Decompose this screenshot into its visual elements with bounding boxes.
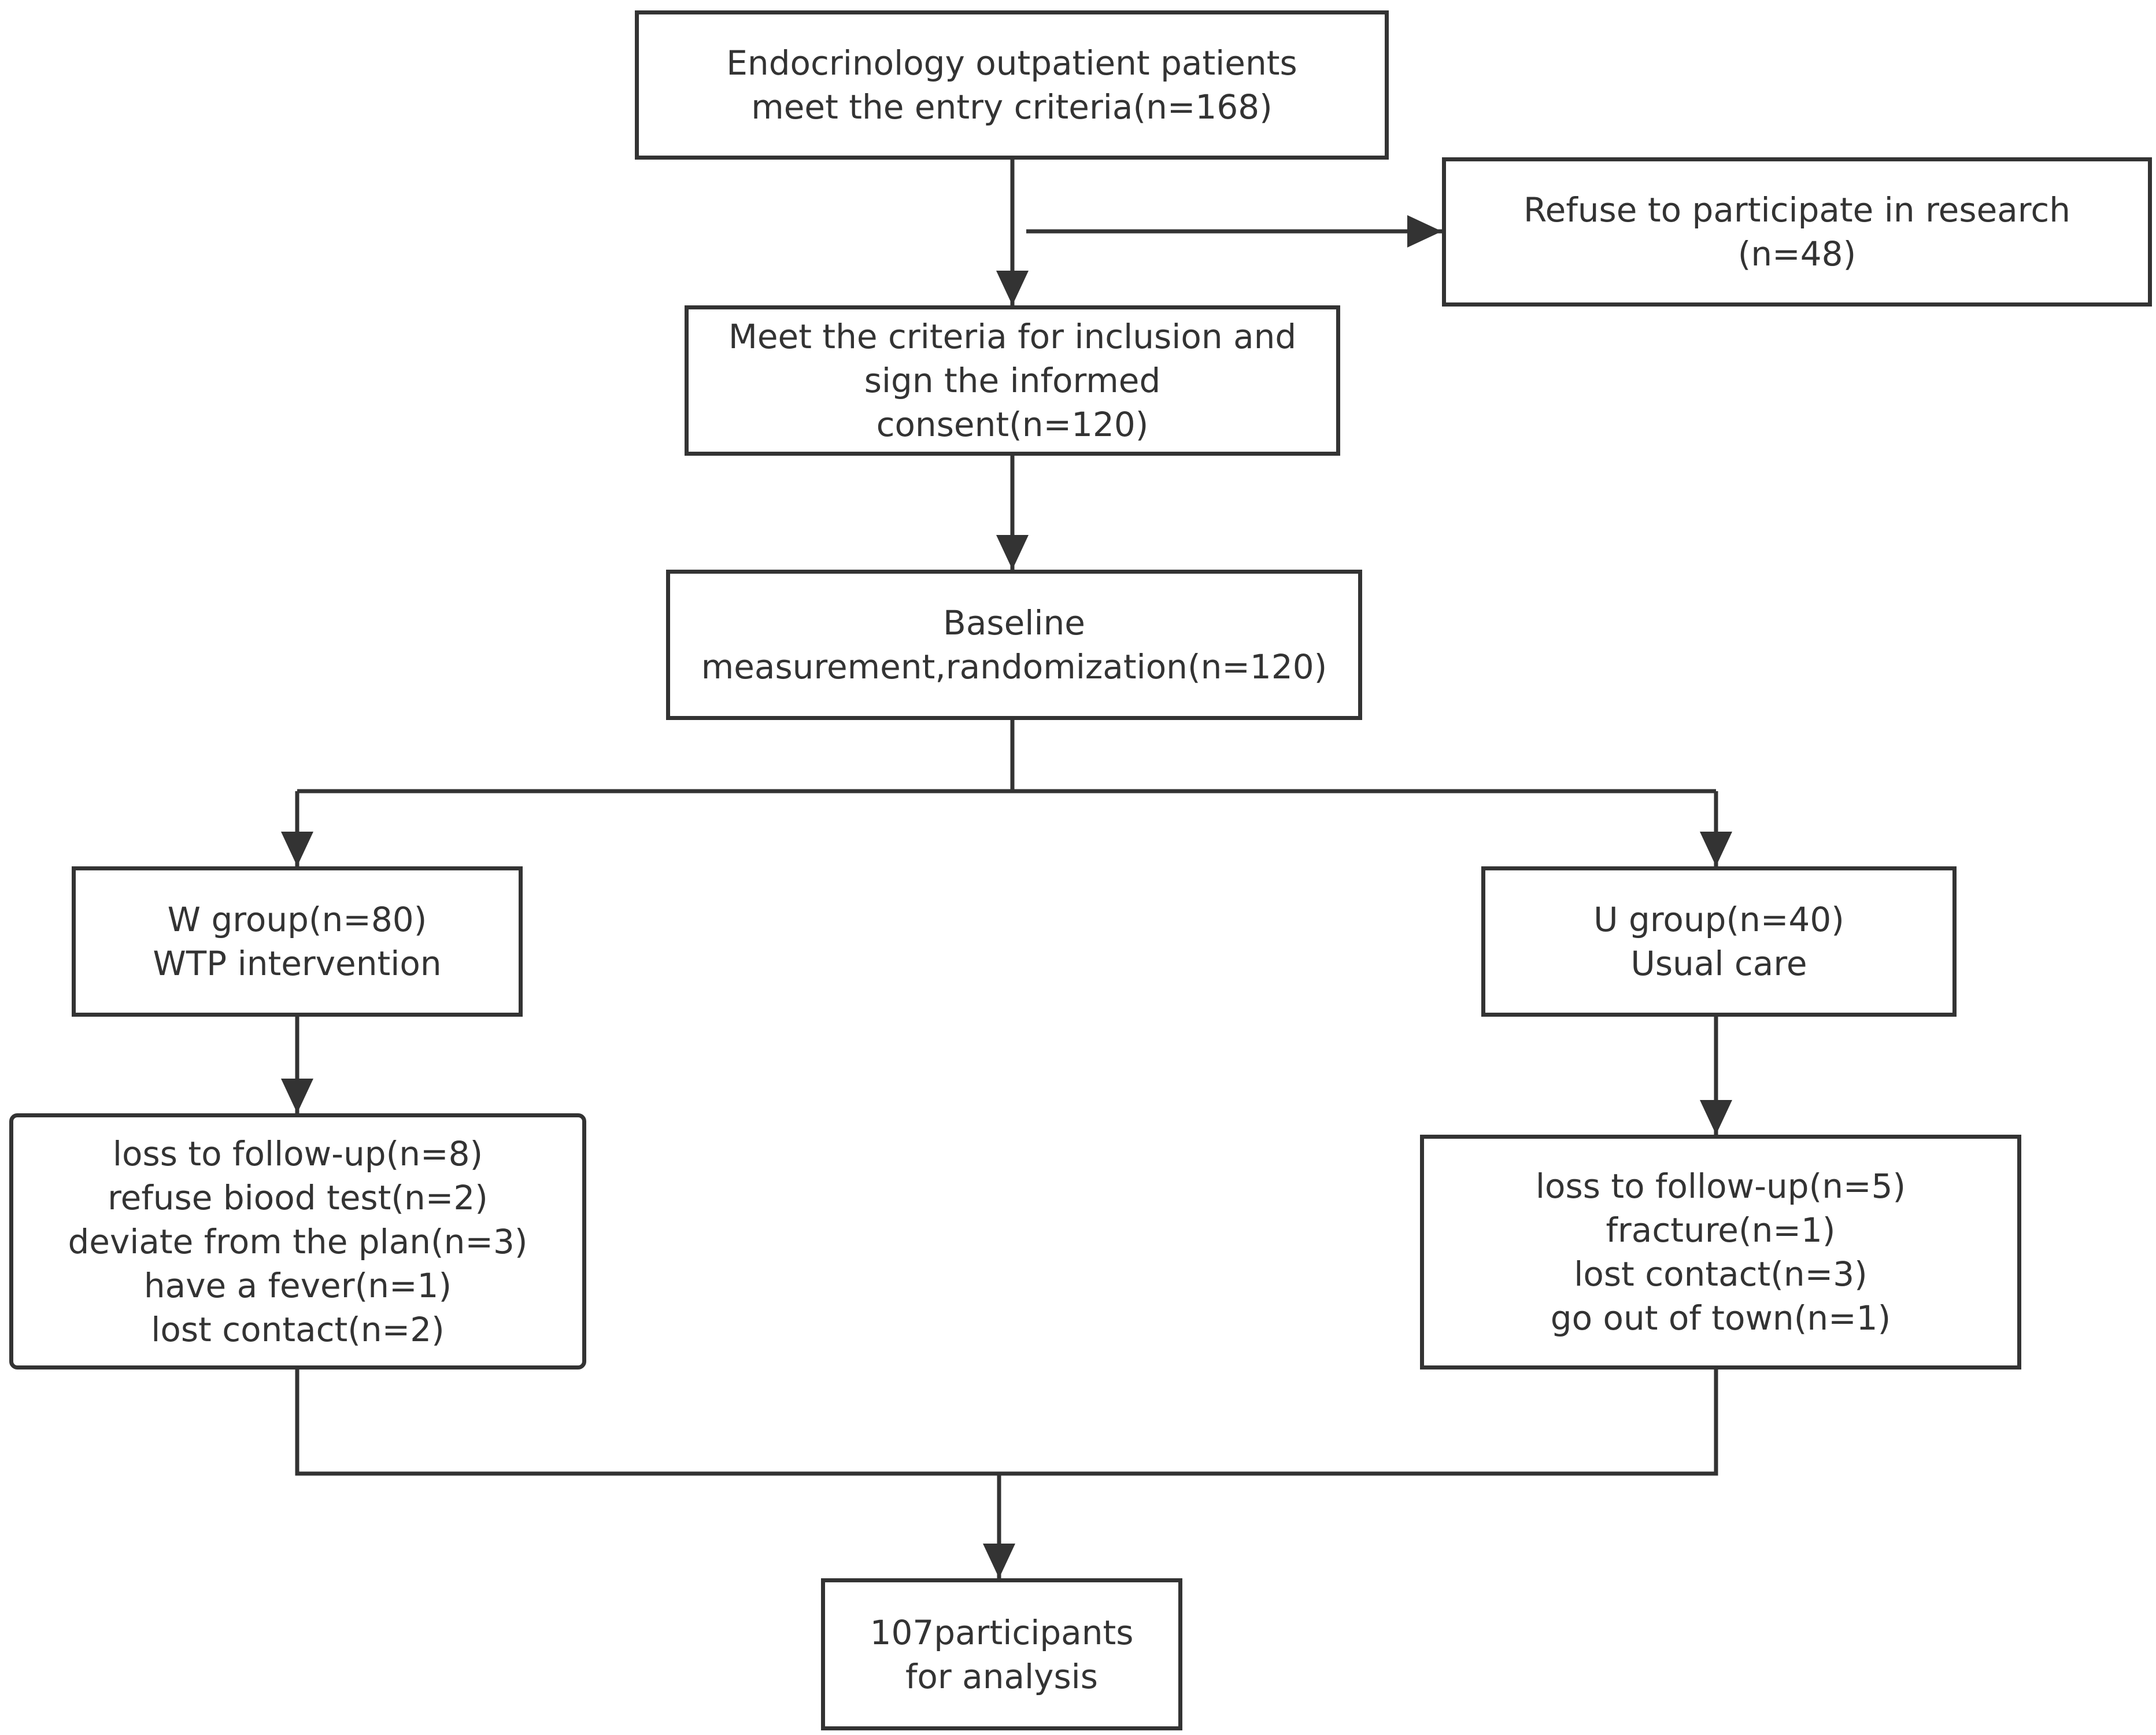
inclusion-consent-box: Meet the criteria for inclusion and sign… bbox=[685, 305, 1340, 456]
final-line-2: for analysis bbox=[905, 1656, 1099, 1696]
w-loss-line-2: refuse biood test(n=2) bbox=[108, 1177, 488, 1217]
refuse-line-2: (n=48) bbox=[1737, 234, 1857, 274]
w-loss-line-3: deviate from the plan(n=3) bbox=[68, 1221, 528, 1261]
entry-criteria-box: Endocrinology outpatient patients meet t… bbox=[635, 10, 1389, 160]
u-loss-line-3: lost contact(n=3) bbox=[1574, 1254, 1867, 1294]
refuse-line-1: Refuse to participate in research bbox=[1523, 190, 2071, 230]
w-loss-line-5: lost contact(n=2) bbox=[151, 1309, 445, 1349]
u-group-box: U group(n=40) Usual care bbox=[1481, 866, 1957, 1017]
inclusion-line-3: consent(n=120) bbox=[876, 405, 1149, 444]
w-group-line-2: WTP intervention bbox=[153, 944, 442, 983]
entry-line-2: meet the entry criteria(n=168) bbox=[751, 87, 1273, 127]
w-group-dropout-box: loss to follow-up(n=8) refuse biood test… bbox=[9, 1113, 586, 1369]
baseline-line-2: measurement,randomization(n=120) bbox=[701, 647, 1327, 686]
final-analysis-box: 107participants for analysis bbox=[821, 1578, 1182, 1730]
merge-connector bbox=[295, 1369, 1718, 1476]
u-loss-line-4: go out of town(n=1) bbox=[1550, 1298, 1891, 1338]
u-loss-line-1: loss to follow-up(n=5) bbox=[1535, 1166, 1906, 1206]
u-group-line-1: U group(n=40) bbox=[1593, 900, 1844, 939]
u-group-line-2: Usual care bbox=[1630, 944, 1807, 983]
w-loss-line-1: loss to follow-up(n=8) bbox=[112, 1134, 483, 1173]
baseline-randomization-box: Baseline measurement,randomization(n=120… bbox=[666, 570, 1362, 720]
final-line-1: 107participants bbox=[870, 1612, 1134, 1652]
baseline-line-1: Baseline bbox=[943, 603, 1085, 643]
inclusion-line-2: sign the informed bbox=[864, 361, 1161, 400]
w-group-line-1: W group(n=80) bbox=[167, 900, 427, 939]
inclusion-line-1: Meet the criteria for inclusion and bbox=[728, 317, 1297, 356]
entry-line-1: Endocrinology outpatient patients bbox=[726, 43, 1297, 83]
u-loss-line-2: fracture(n=1) bbox=[1606, 1210, 1836, 1250]
u-group-dropout-box: loss to follow-up(n=5) fracture(n=1) los… bbox=[1420, 1135, 2021, 1369]
w-group-box: W group(n=80) WTP intervention bbox=[72, 866, 523, 1017]
refused-box: Refuse to participate in research (n=48) bbox=[1442, 157, 2152, 307]
w-loss-line-4: have a fever(n=1) bbox=[143, 1265, 452, 1305]
